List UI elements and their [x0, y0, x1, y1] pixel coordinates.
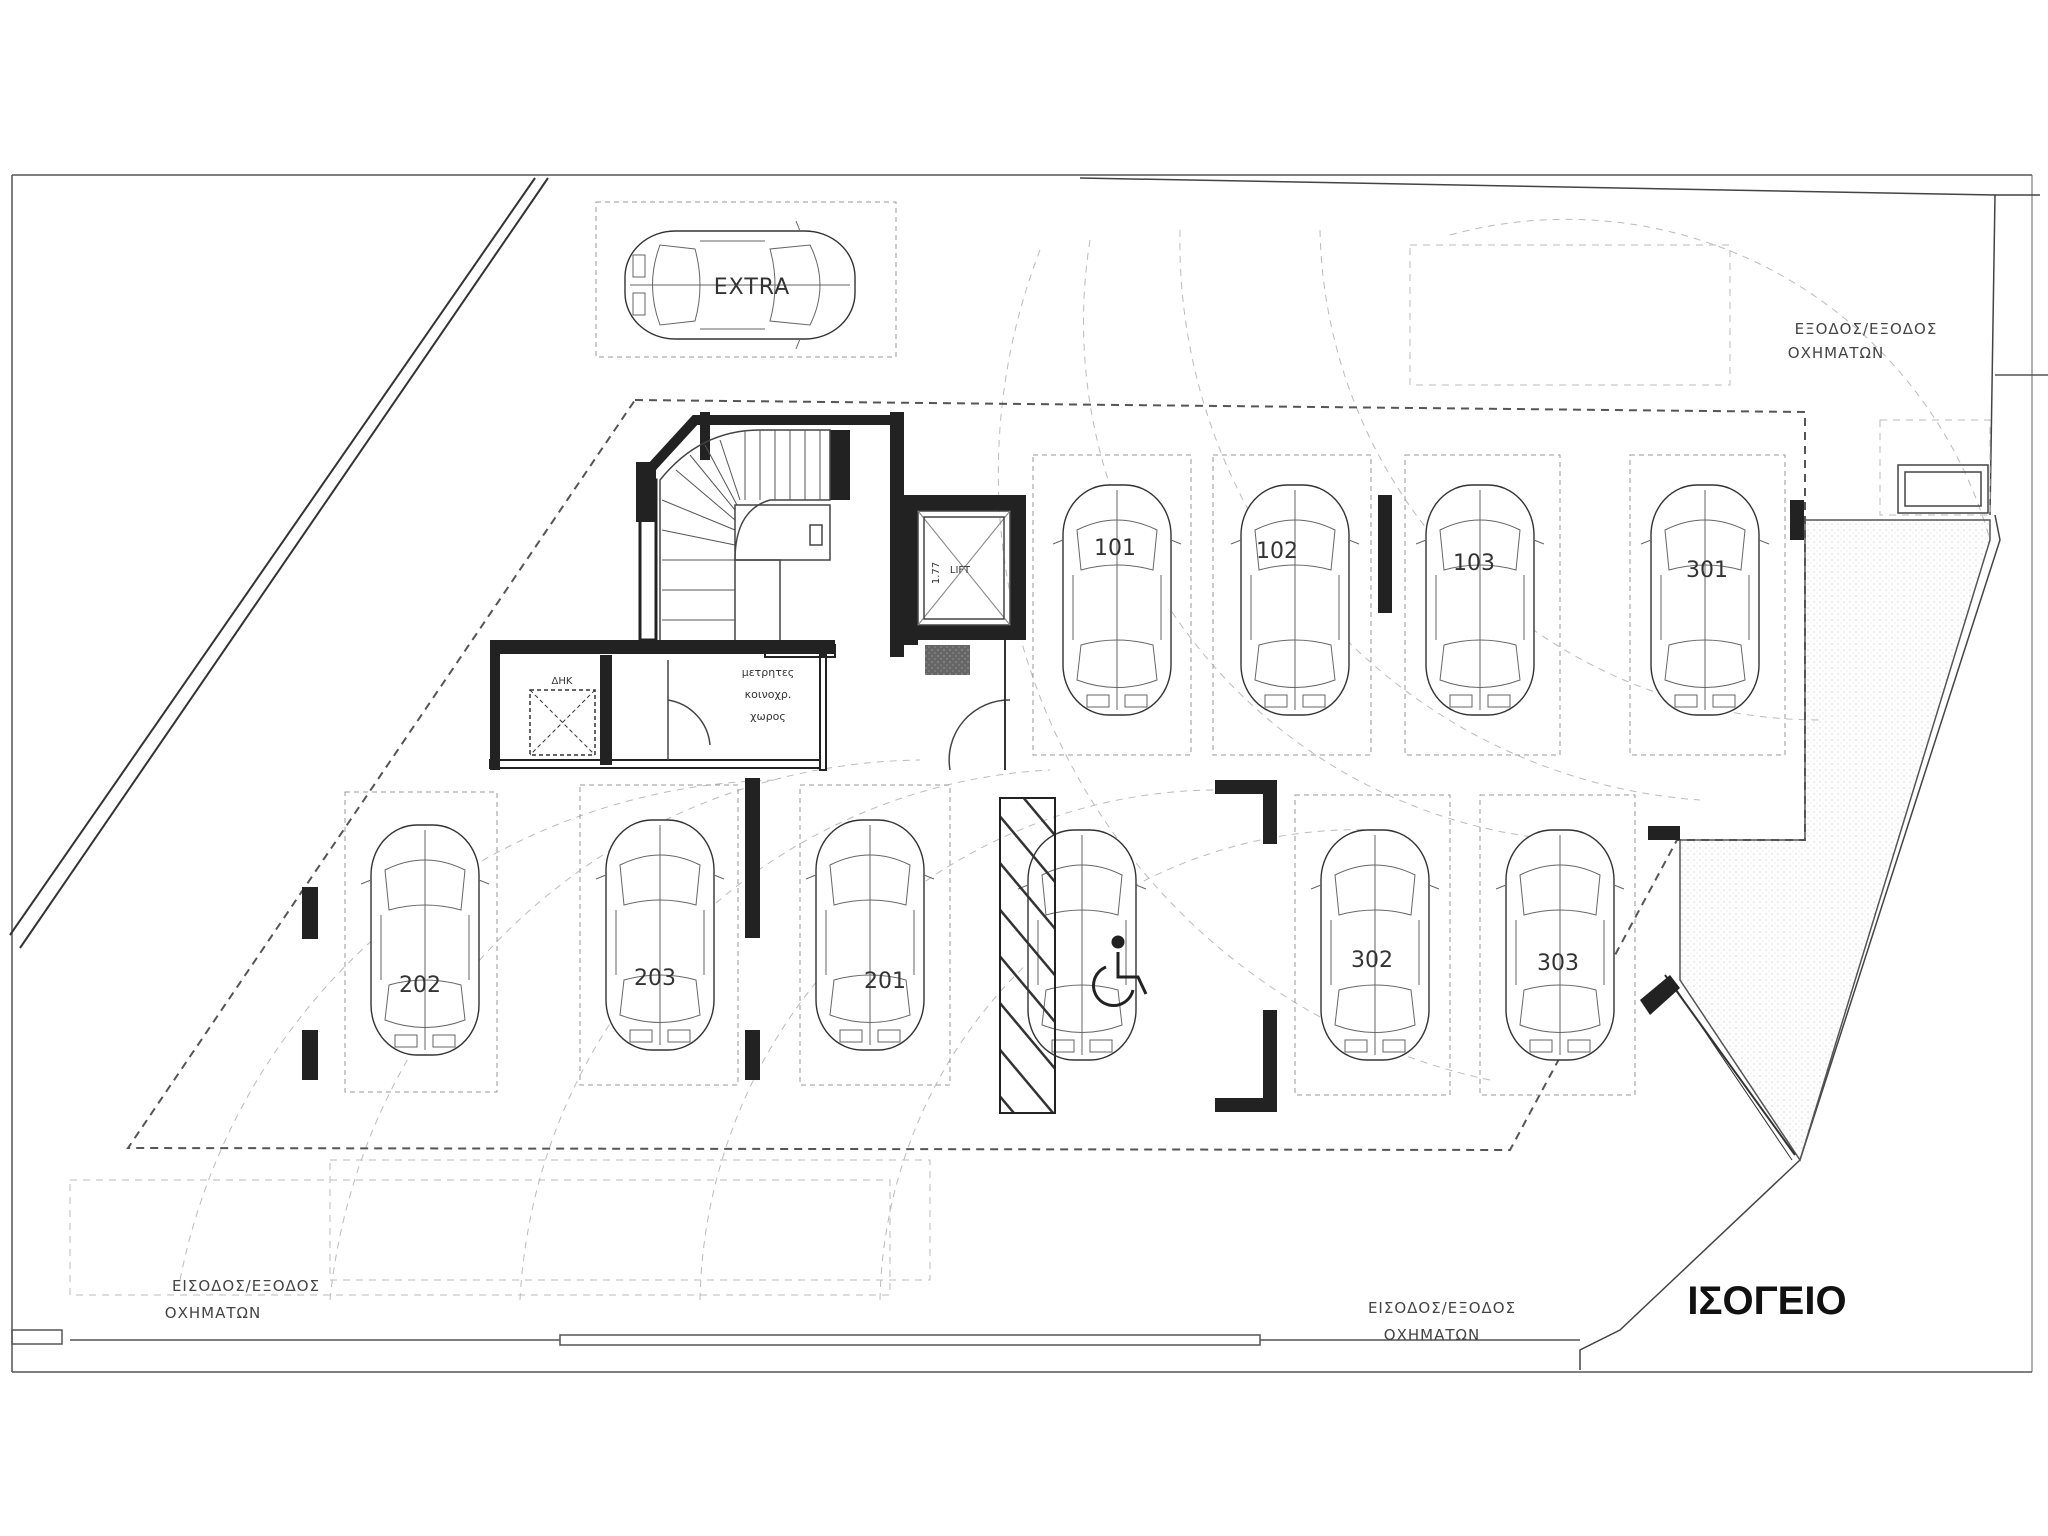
parking-bottom-row: 202 203 201 302 303 [302, 778, 1680, 1114]
service-label: ΔΗΚ [552, 676, 573, 687]
floor-title: ΙΣΟΓΕΙΟ [1687, 1279, 1846, 1323]
parking-top-row: 101 102 103 301 [1032, 454, 1804, 756]
entrance-bottom-left-line2: ΟΧΗΜΑΤΩΝ [165, 1304, 261, 1322]
meter-room-line3: χωρος [750, 710, 786, 723]
maneuver-arcs [69, 218, 1991, 1301]
lift-dimension: 1.77 [931, 562, 942, 584]
parking-label-303: 303 [1537, 951, 1579, 976]
parking-extra: EXTRA [595, 201, 897, 358]
lift-label: LIFT [950, 565, 971, 576]
meter-room-line2: κοινοχρ. [745, 688, 792, 701]
parking-label-301: 301 [1686, 558, 1728, 583]
right-gate [1897, 464, 1989, 514]
parking-label-302: 302 [1351, 948, 1393, 973]
parking-label-203: 203 [634, 966, 676, 991]
site-boundary [9, 174, 2048, 1373]
wheelchair-icon [1092, 935, 1148, 1007]
entrance-bottom-center-line2: ΟΧΗΜΑΤΩΝ [1384, 1326, 1480, 1344]
meter-room-line1: μετρητες [742, 666, 795, 679]
parking-label-201: 201 [864, 969, 906, 994]
parking-label-extra: EXTRA [714, 275, 790, 300]
ramp-area [1679, 519, 1991, 1162]
parking-label-202: 202 [399, 973, 441, 998]
entrance-top-right-line2: ΟΧΗΜΑΤΩΝ [1788, 344, 1884, 362]
parking-label-103: 103 [1453, 551, 1495, 576]
building-core [489, 412, 1026, 771]
entrance-top-right-line1: ΕΞΟΔΟΣ/ΕΞΟΔΟΣ [1795, 320, 1938, 338]
entrance-bottom-center-line1: ΕΙΣΟΔΟΣ/ΕΞΟΔΟΣ [1368, 1299, 1516, 1317]
parking-label-102: 102 [1256, 539, 1298, 564]
entrance-bottom-left-line1: ΕΙΣΟΔΟΣ/ΕΞΟΔΟΣ [172, 1277, 320, 1295]
parking-label-101: 101 [1094, 536, 1136, 561]
